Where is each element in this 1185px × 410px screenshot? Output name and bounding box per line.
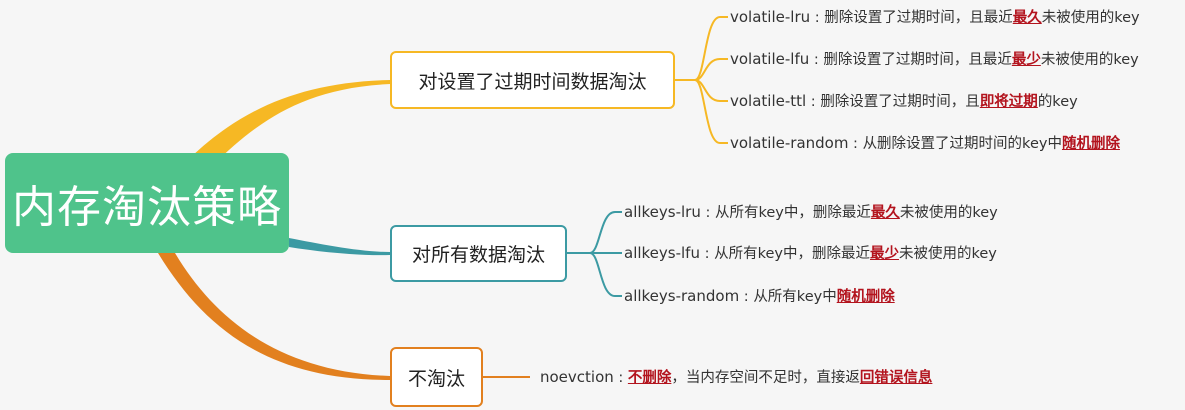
policy-desc-post: 未被使用的key [899, 205, 998, 221]
policy-desc-pre: 删除设置了过期时间，且 [820, 94, 980, 110]
policy-desc-pre: 从所有key中，删除最近 [714, 246, 870, 262]
policy-name: volatile-lfu [730, 50, 810, 68]
branch-node-no-eviction[interactable]: 不淘汰 [390, 347, 483, 407]
separator: : [739, 289, 754, 305]
separator: : [699, 246, 715, 262]
connector-root-branch-3 [158, 253, 390, 380]
policy-name: allkeys-random [624, 287, 740, 305]
separator: : [809, 52, 824, 68]
policy-name: volatile-random [730, 134, 849, 152]
policy-highlight: 随机删除 [1061, 136, 1120, 152]
separator: : [810, 10, 825, 26]
connector-root-branch-1 [190, 80, 390, 163]
policy-name: noevction [540, 368, 614, 386]
branch-label: 对设置了过期时间数据淘汰 [418, 70, 647, 93]
policy-name: allkeys-lfu [624, 244, 700, 262]
policy-highlight: 随机删除 [836, 289, 895, 305]
leaf-allkeys-lfu[interactable]: allkeys-lfu : 从所有key中，删除最近最少未被使用的key [624, 243, 997, 264]
policy-name: volatile-lru [730, 8, 811, 26]
policy-desc-post: ，当内存空间不足时，直接返 [671, 370, 860, 386]
leaf-volatile-ttl[interactable]: volatile-ttl : 删除设置了过期时间，且即将过期的key [730, 91, 1078, 112]
policy-highlight: 最少 [869, 246, 899, 262]
policy-desc-post: 未被使用的key [1040, 52, 1139, 68]
policy-highlight: 即将过期 [979, 94, 1038, 110]
root-label: 内存淘汰策略 [12, 182, 282, 233]
separator: : [700, 205, 715, 221]
branch-label: 对所有数据淘汰 [411, 244, 545, 266]
policy-name: allkeys-lru [624, 203, 701, 221]
policy-highlight: 最久 [1012, 10, 1042, 26]
branch-label: 不淘汰 [407, 367, 465, 390]
policy-desc-pre: 从所有key中，删除最近 [714, 205, 871, 221]
leaf-volatile-lru[interactable]: volatile-lru : 删除设置了过期时间，且最近最久未被使用的key [730, 7, 1140, 28]
policy-desc-post: 未被使用的key [898, 246, 997, 262]
separator: : [613, 370, 628, 386]
policy-desc-post: 未被使用的key [1041, 10, 1140, 26]
separator: : [806, 94, 821, 110]
policy-desc-pre: 删除设置了过期时间，且最近 [824, 10, 1013, 26]
policy-desc-pre: 从所有key中 [753, 289, 837, 305]
policy-highlight: 不删除 [627, 370, 672, 386]
policy-desc-pre: 删除设置了过期时间，且最近 [823, 52, 1012, 68]
leaf-volatile-random[interactable]: volatile-random : 从删除设置了过期时间的key中随机删除 [730, 133, 1120, 154]
policy-name: volatile-ttl [730, 92, 807, 110]
leaf-allkeys-random[interactable]: allkeys-random : 从所有key中随机删除 [624, 286, 895, 307]
bracket-branch-2 [567, 211, 622, 297]
connector-root-branch-2 [289, 238, 390, 256]
policy-desc-pre: 从删除设置了过期时间的key中 [862, 136, 1062, 152]
branch-node-all-keys[interactable]: 对所有数据淘汰 [390, 225, 567, 282]
branch-node-expired-keys[interactable]: 对设置了过期时间数据淘汰 [390, 51, 675, 109]
policy-highlight: 最久 [870, 205, 900, 221]
policy-highlight: 最少 [1011, 52, 1041, 68]
separator: : [848, 136, 863, 152]
bracket-branch-1 [675, 16, 728, 144]
policy-highlight-2: 回错误信息 [859, 370, 933, 386]
leaf-noeviction[interactable]: noevction : 不删除，当内存空间不足时，直接返回错误信息 [540, 367, 932, 388]
root-node[interactable]: 内存淘汰策略 [5, 153, 289, 253]
leaf-volatile-lfu[interactable]: volatile-lfu : 删除设置了过期时间，且最近最少未被使用的key [730, 49, 1139, 70]
policy-desc-post: 的key [1037, 94, 1078, 110]
leaf-allkeys-lru[interactable]: allkeys-lru : 从所有key中，删除最近最久未被使用的key [624, 202, 998, 223]
